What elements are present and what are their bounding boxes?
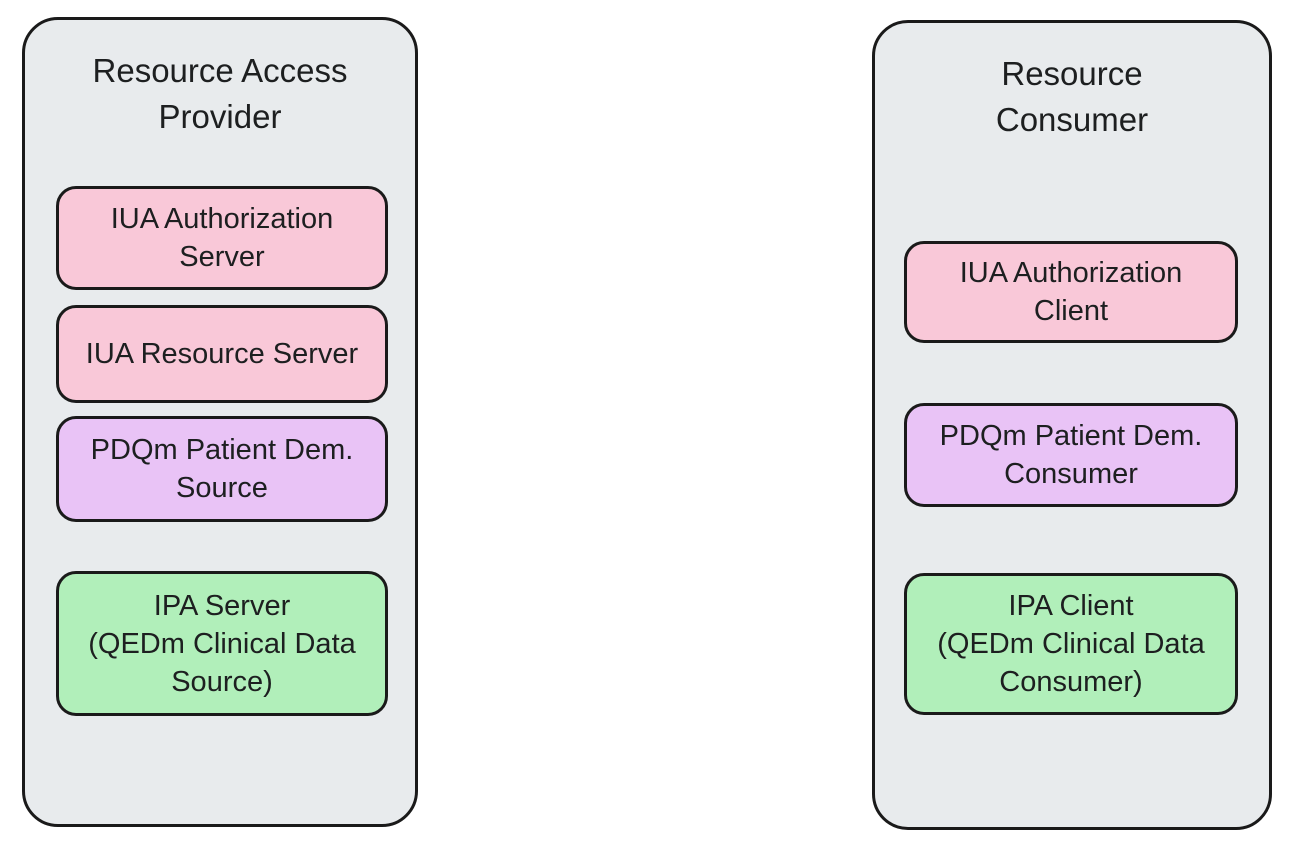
container-resource-consumer: Resource Consumer IUA Authorization Clie… xyxy=(872,20,1272,830)
container-title-resource-consumer: Resource Consumer xyxy=(995,55,1149,138)
actor-box-pdqm-patient-dem-consumer: PDQm Patient Dem. Consumer xyxy=(904,403,1238,507)
actor-box-ipa-server-qedm-clinical-data-source: IPA Server (QEDm Clinical Data Source) xyxy=(56,571,388,716)
actor-box-iua-authorization-server: IUA Authorization Server xyxy=(56,186,388,290)
container-title-resource-access-provider: Resource Access Provider xyxy=(92,52,348,135)
actor-box-ipa-client-qedm-clinical-data-consumer: IPA Client (QEDm Clinical Data Consumer) xyxy=(904,573,1238,715)
actor-box-pdqm-patient-dem-source: PDQm Patient Dem. Source xyxy=(56,416,388,522)
container-resource-access-provider: Resource Access Provider IUA Authorizati… xyxy=(22,17,418,827)
actor-box-iua-authorization-client: IUA Authorization Client xyxy=(904,241,1238,343)
actor-box-iua-resource-server: IUA Resource Server xyxy=(56,305,388,403)
